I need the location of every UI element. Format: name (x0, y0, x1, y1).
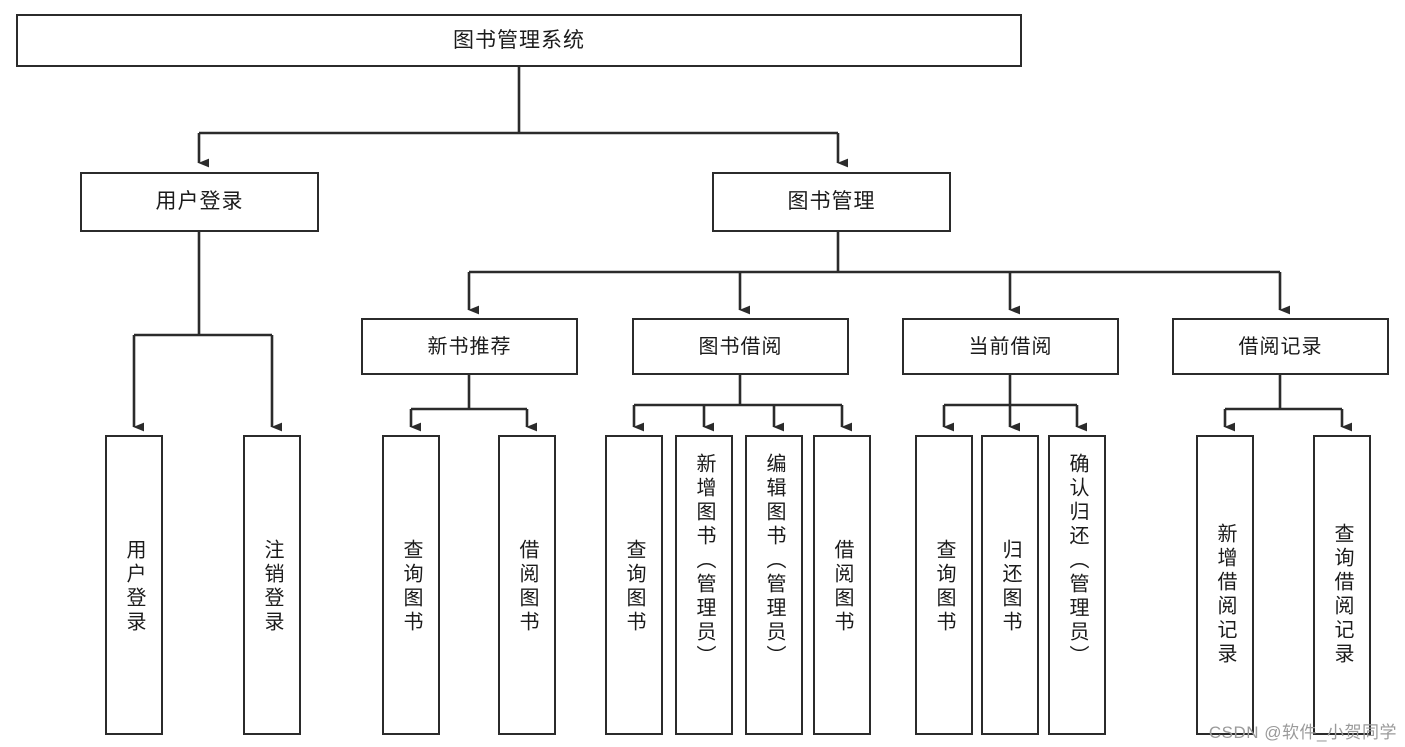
watermark-text: CSDN @软件_小贺同学 (1208, 723, 1397, 742)
leaf-label: 新增图书（管理员） (693, 453, 715, 669)
leaf-return-book[interactable]: 归还图书 (981, 435, 1039, 735)
leaf-label: 借阅图书 (516, 539, 538, 635)
node-user-login[interactable]: 用户登录 (80, 172, 319, 232)
leaf-add-book-admin[interactable]: 新增图书（管理员） (675, 435, 733, 735)
node-label: 图书借阅 (698, 335, 783, 358)
node-label: 新书推荐 (427, 335, 512, 358)
leaf-user-login[interactable]: 用户登录 (105, 435, 163, 735)
node-book-management[interactable]: 图书管理 (712, 172, 951, 232)
leaf-user-logout[interactable]: 注销登录 (243, 435, 301, 735)
leaf-label: 编辑图书（管理员） (763, 453, 785, 669)
leaf-label: 查询图书 (400, 539, 422, 635)
leaf-label: 新增借阅记录 (1214, 523, 1236, 667)
node-label: 图书管理 (787, 190, 876, 214)
leaf-label: 归还图书 (999, 539, 1021, 635)
leaf-label: 查询图书 (933, 539, 955, 635)
leaf-label: 用户登录 (123, 539, 145, 635)
leaf-borrow-book-recommend[interactable]: 借阅图书 (498, 435, 556, 735)
leaf-label: 借阅图书 (831, 539, 853, 635)
node-label: 用户登录 (155, 190, 244, 214)
leaf-query-book-recommend[interactable]: 查询图书 (382, 435, 440, 735)
leaf-query-book-current[interactable]: 查询图书 (915, 435, 973, 735)
leaf-label: 注销登录 (261, 539, 283, 635)
leaf-add-borrow-record[interactable]: 新增借阅记录 (1196, 435, 1254, 735)
leaf-query-borrow-record[interactable]: 查询借阅记录 (1313, 435, 1371, 735)
node-label: 当前借阅 (968, 335, 1053, 358)
leaf-edit-book-admin[interactable]: 编辑图书（管理员） (745, 435, 803, 735)
node-borrow-record[interactable]: 借阅记录 (1172, 318, 1389, 375)
node-label: 借阅记录 (1238, 335, 1323, 358)
node-book-borrow[interactable]: 图书借阅 (632, 318, 849, 375)
leaf-query-book-borrow[interactable]: 查询图书 (605, 435, 663, 735)
leaf-label: 查询图书 (623, 539, 645, 635)
leaf-borrow-book[interactable]: 借阅图书 (813, 435, 871, 735)
leaf-label: 确认归还（管理员） (1066, 453, 1088, 669)
node-label: 图书管理系统 (453, 28, 585, 52)
leaf-confirm-return-admin[interactable]: 确认归还（管理员） (1048, 435, 1106, 735)
node-current-borrow[interactable]: 当前借阅 (902, 318, 1119, 375)
leaf-label: 查询借阅记录 (1331, 523, 1353, 667)
node-root-book-management-system[interactable]: 图书管理系统 (16, 14, 1022, 67)
node-new-book-recommend[interactable]: 新书推荐 (361, 318, 578, 375)
